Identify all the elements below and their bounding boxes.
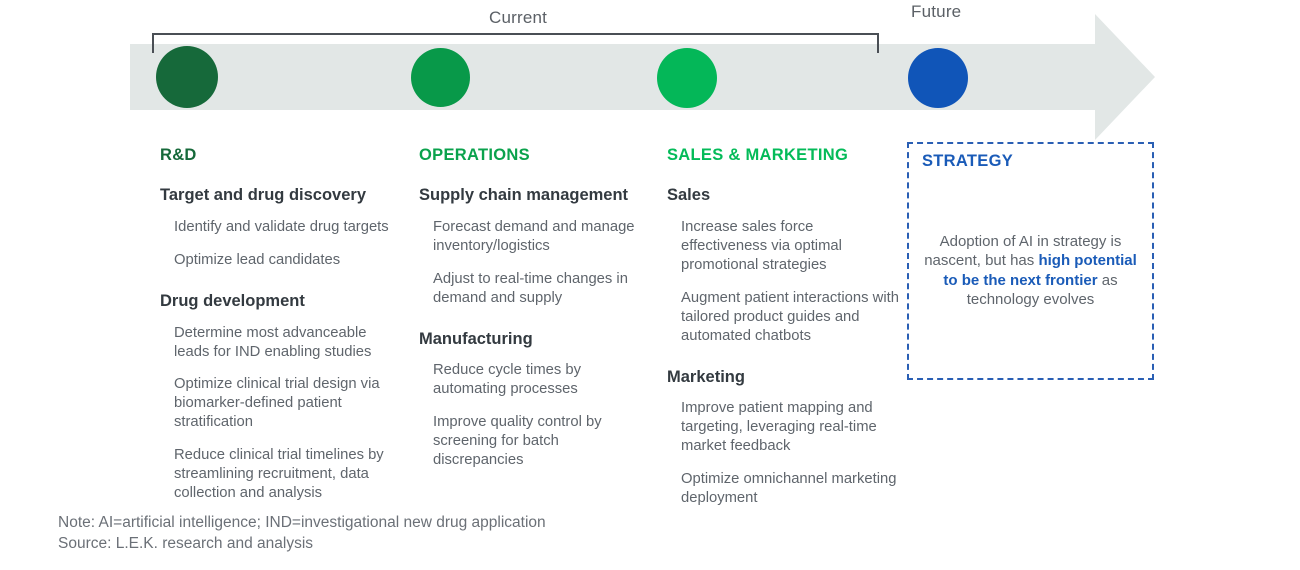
column-title-operations: OPERATIONS bbox=[419, 146, 530, 164]
list-item: Identify and validate drug targets bbox=[174, 218, 389, 235]
column-operations: OPERATIONS Supply chain management Forec… bbox=[419, 146, 647, 488]
group-title: Drug development bbox=[160, 291, 305, 310]
strategy-body-highlight: high potential to be the next frontier bbox=[943, 252, 1137, 289]
bullet-list: Identify and validate drug targets Optim… bbox=[160, 218, 398, 270]
footer-source: Source: L.E.K. research and analysis bbox=[58, 534, 314, 552]
bullet-list: Increase sales force effectiveness via o… bbox=[667, 218, 899, 346]
group-title: Sales bbox=[667, 186, 711, 205]
list-item: Increase sales force effectiveness via o… bbox=[681, 218, 842, 273]
current-phase-bracket bbox=[152, 33, 879, 53]
phase-label-future: Future bbox=[911, 2, 962, 21]
group-supply-chain-management: Supply chain management Forecast demand … bbox=[419, 186, 647, 308]
list-item: Reduce clinical trial timelines by strea… bbox=[174, 447, 384, 502]
list-item: Optimize clinical trial design via bioma… bbox=[174, 376, 380, 431]
footer-notes: Note: AI=artificial intelligence; IND=in… bbox=[58, 513, 546, 555]
group-target-and-drug-discovery: Target and drug discovery Identify and v… bbox=[160, 186, 398, 270]
group-title: Supply chain management bbox=[419, 186, 629, 205]
group-sales: Sales Increase sales force effectiveness… bbox=[667, 186, 899, 345]
group-title: Manufacturing bbox=[419, 329, 533, 348]
operations-node-circle bbox=[411, 48, 470, 107]
group-drug-development: Drug development Determine most advancea… bbox=[160, 292, 398, 503]
group-manufacturing: Manufacturing Reduce cycle times by auto… bbox=[419, 330, 647, 470]
column-title-rd: R&D bbox=[160, 146, 197, 164]
list-item: Reduce cycle times by automating process… bbox=[433, 362, 582, 398]
list-item: Improve quality control by screening for… bbox=[433, 414, 602, 469]
list-item: Augment patient interactions with tailor… bbox=[681, 289, 899, 344]
strategy-callout-box: STRATEGY Adoption of AI in strategy is n… bbox=[907, 142, 1154, 380]
group-title: Target and drug discovery bbox=[160, 186, 366, 205]
bullet-list: Forecast demand and manage inventory/log… bbox=[419, 218, 647, 308]
strategy-body-after: as technology evolves bbox=[966, 271, 1118, 309]
column-title-sales-marketing: SALES & MARKETING bbox=[667, 146, 849, 164]
strategy-title: STRATEGY bbox=[922, 152, 1014, 170]
list-item: Forecast demand and manage inventory/log… bbox=[433, 218, 635, 254]
group-title: Marketing bbox=[667, 367, 745, 386]
column-sales-marketing: SALES & MARKETING Sales Increase sales f… bbox=[667, 146, 899, 526]
list-item: Optimize omnichannel marketing deploymen… bbox=[681, 471, 897, 507]
list-item: Determine most advanceable leads for IND… bbox=[174, 324, 372, 360]
bullet-list: Improve patient mapping and targeting, l… bbox=[667, 399, 899, 508]
phase-label-current: Current bbox=[489, 8, 548, 27]
sales-node-circle bbox=[657, 48, 717, 108]
list-item: Optimize lead candidates bbox=[174, 251, 341, 268]
group-marketing: Marketing Improve patient mapping and ta… bbox=[667, 368, 899, 508]
bullet-list: Determine most advanceable leads for IND… bbox=[160, 324, 398, 504]
strategy-body: Adoption of AI in strategy is nascent, b… bbox=[923, 232, 1138, 309]
column-rd: R&D Target and drug discovery Identify a… bbox=[160, 146, 398, 521]
timeline-arrow bbox=[130, 14, 1155, 140]
strategy-body-before: Adoption of AI in strategy is nascent, b… bbox=[924, 233, 1122, 270]
rd-node-circle bbox=[156, 46, 218, 108]
footer-note: Note: AI=artificial intelligence; IND=in… bbox=[58, 514, 546, 531]
list-item: Adjust to real-time changes in demand an… bbox=[433, 270, 628, 306]
bullet-list: Reduce cycle times by automating process… bbox=[419, 361, 647, 470]
list-item: Improve patient mapping and targeting, l… bbox=[681, 400, 877, 455]
strategy-node-circle bbox=[908, 48, 968, 108]
